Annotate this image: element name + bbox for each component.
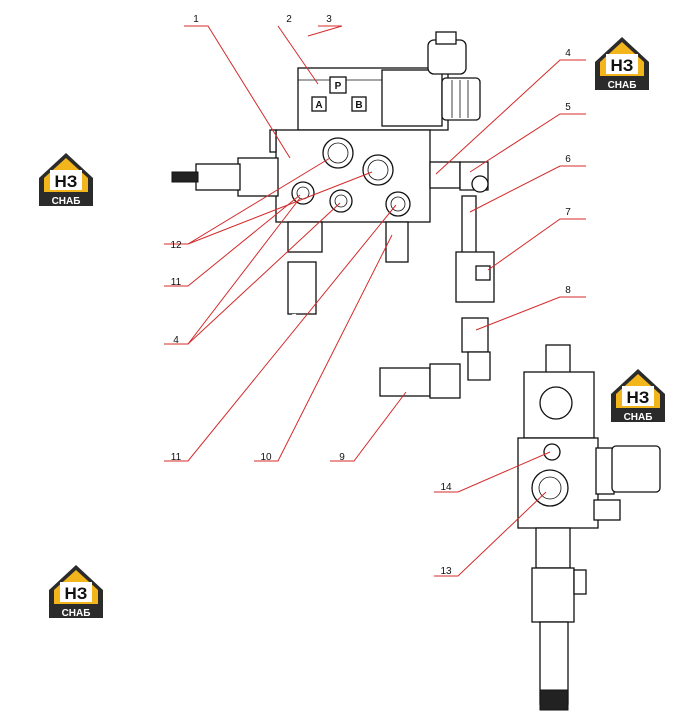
relief-valve-cartridge — [195, 163, 241, 191]
callout-labels: 1 2 3 4 5 6 7 8 12 11 4 11 10 9 14 13 — [170, 14, 571, 577]
callout-7: 7 — [565, 207, 571, 218]
svg-text:НЗ: НЗ — [65, 584, 88, 603]
hose-sleeve — [531, 567, 575, 623]
valve-cap — [545, 344, 571, 374]
port-a-box — [311, 96, 327, 112]
callout-4-left: 4 — [173, 335, 179, 346]
brand-logo: НЗ СНАБ — [39, 153, 93, 207]
connector-plug — [427, 39, 467, 75]
relief-valve-screw — [171, 171, 199, 183]
check-valve-plug — [475, 265, 491, 281]
hose-end-fitting — [287, 261, 317, 315]
callout-3: 3 — [326, 14, 332, 25]
hose-nut — [429, 363, 461, 399]
callout-1: 1 — [193, 14, 199, 25]
port-fitting-1 — [291, 181, 315, 205]
callout-8: 8 — [565, 285, 571, 296]
test-port — [543, 443, 561, 461]
hose-fitting-bottom — [379, 367, 431, 397]
side-actuator — [595, 447, 615, 495]
svg-text:СНАБ: СНАБ — [624, 412, 653, 423]
brand-logo: НЗ СНАБ — [49, 565, 103, 619]
svg-text:НЗ: НЗ — [55, 172, 78, 191]
union-fitting — [461, 317, 489, 353]
svg-text:НЗ: НЗ — [611, 56, 634, 75]
vertical-tube — [461, 195, 477, 257]
bottom-fitting-left — [287, 221, 323, 253]
leader-lines — [164, 25, 586, 577]
svg-text:СНАБ: СНАБ — [52, 196, 81, 207]
main-valve-assembly: P A B — [171, 31, 495, 399]
port-a-label: A — [315, 100, 322, 111]
callout-6: 6 — [565, 154, 571, 165]
hose-adapter — [535, 527, 571, 569]
callout-9: 9 — [339, 452, 345, 463]
callout-4-top: 4 — [565, 48, 571, 59]
pressure-gauge-1 — [322, 137, 354, 169]
side-connector — [611, 445, 661, 493]
svg-text:НЗ: НЗ — [627, 388, 650, 407]
port-b-box — [351, 96, 367, 112]
callout-10: 10 — [260, 452, 272, 463]
solenoid-cap — [441, 77, 481, 121]
port-b-label: B — [355, 100, 362, 111]
callout-13: 13 — [440, 566, 452, 577]
secondary-valve-assembly — [517, 344, 661, 711]
upper-valve-port — [539, 386, 573, 420]
relief-valve-body — [237, 157, 279, 197]
port-p-label: P — [335, 81, 342, 92]
connector-top — [435, 31, 457, 45]
side-plug-small — [593, 499, 621, 521]
port-p-box — [329, 76, 347, 94]
solenoid-coil — [381, 69, 443, 127]
bottom-fitting-right — [385, 221, 409, 263]
brand-logo: НЗ СНАБ — [595, 37, 649, 91]
callout-11-lower: 11 — [171, 452, 182, 463]
tee-ball — [471, 175, 489, 193]
callout-14: 14 — [440, 482, 452, 493]
brand-logo: НЗ СНАБ — [611, 369, 665, 423]
callout-11-upper: 11 — [171, 277, 182, 288]
callout-2: 2 — [286, 14, 292, 25]
sensor-stub — [573, 569, 587, 595]
callout-5: 5 — [565, 102, 571, 113]
callout-12: 12 — [170, 240, 182, 251]
svg-text:СНАБ: СНАБ — [608, 80, 637, 91]
hose-tail-end — [539, 689, 569, 711]
pressure-gauge-2 — [362, 154, 394, 186]
svg-text:СНАБ: СНАБ — [62, 608, 91, 619]
